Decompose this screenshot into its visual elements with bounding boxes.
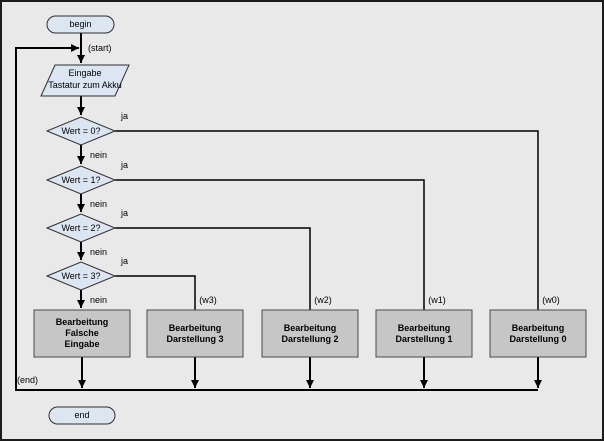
process-d2-line1: Bearbeitung	[283, 322, 337, 333]
process-d2-line2: Darstellung 2	[281, 333, 339, 344]
process-d3-line1: Bearbeitung	[168, 322, 222, 333]
process-falsche-line3: Eingabe	[64, 339, 100, 349]
process-falsche-line1: Bearbeitung	[55, 317, 109, 327]
decision-wert2-shape	[45, 213, 117, 243]
w3-edge-label: (w3)	[199, 295, 217, 305]
process-darstellung2-shape	[261, 309, 359, 358]
input-label-line2: Tastatur zum Akku	[48, 79, 122, 90]
decision-wert3-shape	[45, 261, 117, 291]
end-edge-label: (end)	[17, 375, 39, 385]
nein-label-1: nein	[90, 199, 108, 209]
feedback-loop-edge	[15, 44, 538, 391]
ja-label-0: ja	[121, 111, 129, 121]
process-d0-line2: Darstellung 0	[509, 333, 567, 344]
decision-wert1-label: Wert = 1?	[61, 175, 101, 185]
begin-terminal-shape	[46, 15, 115, 34]
process-falsche-eingabe-label: Bearbeitung Falsche Eingabe	[34, 310, 130, 357]
input-label: Eingabe Tastatur zum Akku	[35, 68, 135, 91]
process-falsche-eingabe-shape	[33, 309, 131, 358]
process-falsche-line2: Falsche	[65, 328, 99, 338]
decision-wert0-shape	[45, 116, 117, 146]
edge-ja-0	[115, 130, 539, 310]
decision-wert2-label: Wert = 2?	[61, 223, 101, 233]
process-d1-line2: Darstellung 1	[395, 333, 453, 344]
ja-label-2: ja	[121, 208, 129, 218]
edge-ja-3	[115, 275, 196, 310]
process-d0-line1: Bearbeitung	[511, 322, 565, 333]
end-label: end	[74, 410, 90, 420]
process-darstellung3-shape	[146, 309, 244, 358]
begin-label: begin	[69, 19, 92, 29]
edge-ja-1	[115, 179, 425, 310]
decision-wert1-shape	[45, 165, 117, 195]
process-darstellung2-label: Bearbeitung Darstellung 2	[262, 310, 358, 357]
process-d1-line1: Bearbeitung	[397, 322, 451, 333]
edge-ja-2	[115, 227, 311, 310]
decision-wert3-label: Wert = 3?	[61, 271, 101, 281]
ja-label-1: ja	[121, 160, 129, 170]
input-parallelogram-shape	[40, 64, 130, 97]
w2-edge-label: (w2)	[314, 295, 332, 305]
decision-wert0-label: Wert = 0?	[61, 126, 101, 136]
w0-edge-label: (w0)	[542, 295, 560, 305]
process-darstellung1-shape	[375, 309, 473, 358]
nein-label-0: nein	[90, 150, 108, 160]
input-label-line1: Eingabe	[68, 68, 102, 78]
process-darstellung0-shape	[489, 309, 587, 358]
w1-edge-label: (w1)	[428, 295, 446, 305]
process-d3-line2: Darstellung 3	[166, 333, 224, 344]
nein-label-3: nein	[90, 295, 108, 305]
process-darstellung1-label: Bearbeitung Darstellung 1	[376, 310, 472, 357]
ja-label-3: ja	[121, 256, 129, 266]
start-edge-label: (start)	[88, 43, 112, 53]
process-darstellung0-label: Bearbeitung Darstellung 0	[490, 310, 586, 357]
process-darstellung3-label: Bearbeitung Darstellung 3	[147, 310, 243, 357]
nein-label-2: nein	[90, 247, 108, 257]
end-terminal-shape	[48, 406, 116, 425]
